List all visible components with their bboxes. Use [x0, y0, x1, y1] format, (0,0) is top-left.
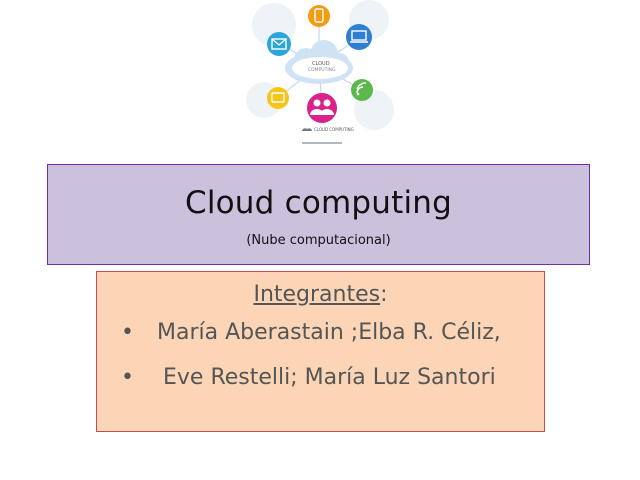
member-line: Eve Restelli; María Luz Santori: [163, 365, 496, 390]
phone-icon: [308, 5, 330, 27]
brand-logo: CLOUD COMPUTING: [302, 127, 354, 144]
members-heading: Integrantes:: [97, 282, 544, 307]
title-box: Cloud computing (Nube computacional): [47, 164, 590, 265]
cloud-icon: [285, 40, 353, 84]
svg-text:COMPUTING: COMPUTING: [308, 67, 336, 73]
mail-icon: [267, 32, 291, 56]
laptop-icon: [346, 24, 372, 50]
members-heading-colon: :: [380, 282, 388, 307]
member-line: María Aberastain ;Elba R. Céliz,: [157, 320, 501, 345]
slide-subtitle: (Nube computacional): [246, 233, 391, 248]
bullet: •: [121, 320, 134, 345]
slide-title: Cloud computing: [184, 185, 453, 221]
tablet-icon: [267, 87, 289, 109]
svg-text:CLOUD: CLOUD: [312, 61, 330, 67]
bullet: •: [121, 365, 134, 390]
members-box: Integrantes: • María Aberastain ;Elba R. …: [96, 271, 545, 432]
list-item: • María Aberastain ;Elba R. Céliz,: [121, 320, 534, 345]
wifi-icon: [351, 79, 373, 101]
list-item: • Eve Restelli; María Luz Santori: [121, 365, 534, 390]
cloud-computing-illustration: CLOUD COMPUTING: [244, 0, 394, 150]
members-heading-label: Integrantes: [253, 282, 381, 307]
people-icon: [307, 93, 337, 123]
svg-text:CLOUD COMPUTING: CLOUD COMPUTING: [314, 127, 354, 132]
